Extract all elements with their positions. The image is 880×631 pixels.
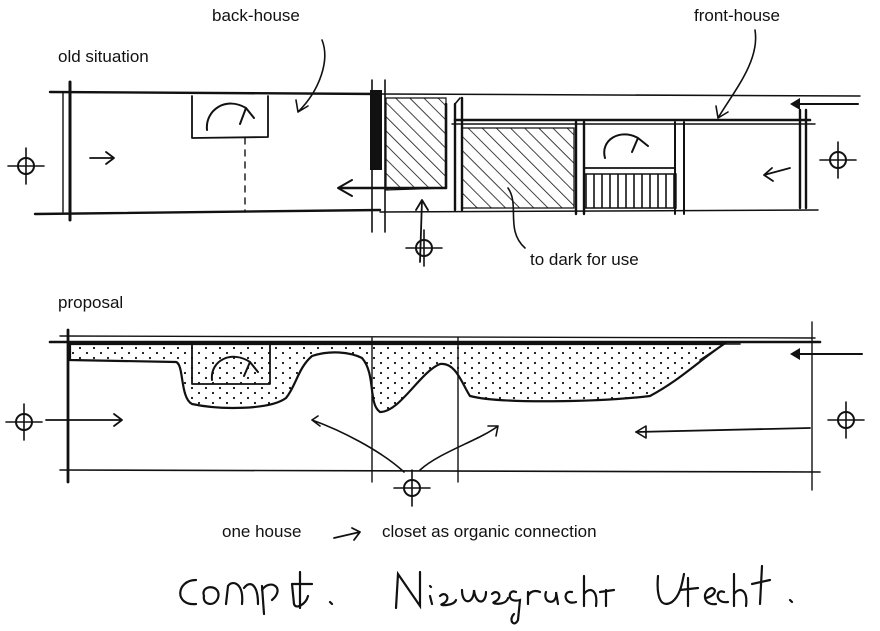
entrance-marker-icon <box>405 229 443 267</box>
front-house-label: front-house <box>694 6 780 25</box>
entrance-marker-icon <box>5 403 43 441</box>
closet-label: closet as organic connection <box>382 522 597 541</box>
to-dark-label: to dark for use <box>530 250 639 269</box>
entrance-marker-icon <box>7 147 45 185</box>
handwritten-signature <box>179 564 794 625</box>
wall-solid <box>370 90 382 170</box>
one-house-label: one house <box>222 522 302 541</box>
wall <box>48 90 382 96</box>
entrance-marker-icon <box>827 401 865 439</box>
entrance-marker-icon <box>393 469 431 507</box>
entrance-marker-icon <box>819 141 857 179</box>
proposal-plan <box>5 321 865 541</box>
back-house-label: back-house <box>212 6 300 25</box>
organic-closet <box>68 342 728 414</box>
proposal-heading: proposal <box>58 293 124 312</box>
old-situation-plan <box>7 29 861 267</box>
old-situation-heading: old situation <box>58 47 149 66</box>
dark-zone <box>385 97 447 191</box>
arrow-passage <box>338 102 448 190</box>
